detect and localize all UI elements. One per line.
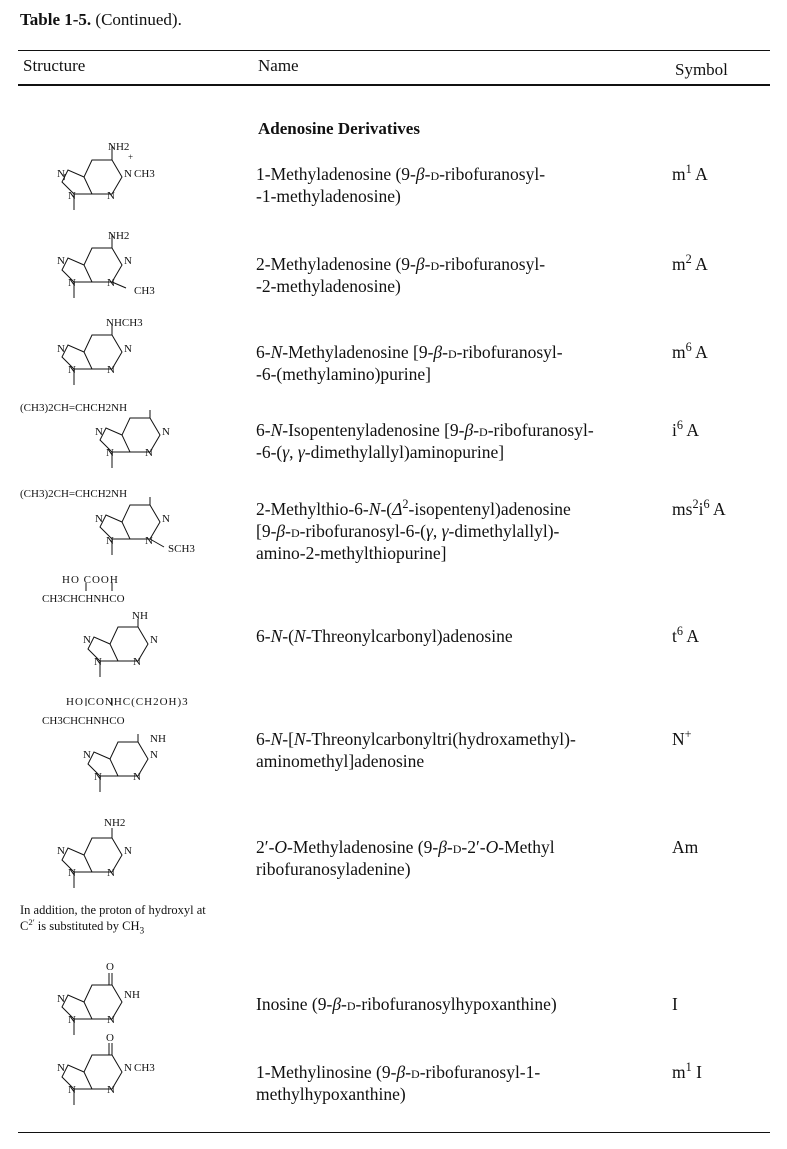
table-title: Table 1-5. (Continued). bbox=[20, 10, 182, 29]
row-symbol: i6 A bbox=[672, 418, 700, 440]
row-name: 6-N-Methyladenosine [9-β-d-ribofuranosyl… bbox=[256, 342, 563, 384]
structure-label: N bbox=[106, 447, 114, 459]
row-name: 1-Methylinosine (9-β-d-ribofuranosyl-1-m… bbox=[256, 1062, 541, 1104]
column-header-structure: Structure bbox=[23, 56, 86, 75]
structure-label: N bbox=[68, 364, 76, 376]
structure-label: + bbox=[128, 152, 134, 162]
structure-label: NH bbox=[150, 733, 166, 745]
structure-label: CH3CHCHNHCO bbox=[42, 593, 125, 605]
structure-label: N bbox=[133, 656, 141, 668]
structure-label: N bbox=[57, 1062, 65, 1074]
row-symbol: m6 A bbox=[672, 340, 708, 362]
row-name: 6-N-(N-Threonylcarbonyl)adenosine bbox=[256, 626, 513, 646]
structure-label: NH2 bbox=[108, 141, 130, 153]
structure-label: N bbox=[57, 993, 65, 1005]
structure-label: N bbox=[83, 749, 91, 761]
structure-label: NH bbox=[124, 989, 140, 1001]
structure-label: CH3 bbox=[134, 168, 155, 180]
row-name: 1-Methyladenosine (9-β-d-ribofuranosyl--… bbox=[256, 164, 546, 206]
structure-label: N bbox=[95, 426, 103, 438]
structure-label: N bbox=[107, 190, 115, 202]
structure-label: N bbox=[68, 1014, 76, 1026]
row-name: Inosine (9-β-d-ribofuranosylhypoxanthine… bbox=[256, 994, 557, 1014]
structure-label: NHCH3 bbox=[106, 317, 143, 329]
structure-label: N bbox=[124, 845, 132, 857]
structure-label: N bbox=[124, 1062, 132, 1074]
row-name: 6-N-Isopentenyladenosine [9-β-d-ribofura… bbox=[256, 420, 594, 462]
row-symbol: m1 I bbox=[672, 1060, 702, 1082]
bottom-rule bbox=[18, 1132, 770, 1133]
row-symbol: N+ bbox=[672, 727, 692, 749]
structure-label: N bbox=[145, 447, 153, 459]
structure-label: N bbox=[107, 867, 115, 879]
structure-label: NH2 bbox=[108, 230, 130, 242]
row-symbol: t6 A bbox=[672, 624, 700, 646]
structure-label: CH3CHCHNHCO bbox=[42, 715, 125, 727]
structure-label: (CH3)2CH=CHCH2NH bbox=[20, 402, 128, 414]
structure-label: N bbox=[94, 771, 102, 783]
row-symbol: m1 A bbox=[672, 162, 708, 184]
row-name: 2-Methyladenosine (9-β-d-ribofuranosyl--… bbox=[256, 254, 546, 296]
structure-label: N bbox=[83, 634, 91, 646]
row-symbol: m2 A bbox=[672, 252, 708, 274]
structure-label: SCH3 bbox=[168, 543, 195, 555]
structure-label: NH bbox=[132, 610, 148, 622]
row-symbol: I bbox=[672, 994, 678, 1014]
structure-label: N bbox=[68, 277, 76, 289]
structure-label: NH2 bbox=[104, 817, 126, 829]
column-header-name: Name bbox=[258, 56, 299, 75]
structure-label: N bbox=[150, 749, 158, 761]
structure-label: N bbox=[68, 1084, 76, 1096]
column-header-symbol: Symbol bbox=[675, 60, 728, 79]
structure-label: N bbox=[95, 513, 103, 525]
structure-label: N bbox=[107, 277, 115, 289]
structure-label: N bbox=[107, 364, 115, 376]
structure-label: N bbox=[57, 845, 65, 857]
structure-label: N bbox=[124, 343, 132, 355]
structure-label: N bbox=[133, 771, 141, 783]
structure-label: N bbox=[68, 867, 76, 879]
footnote-note: In addition, the proton of hydroxyl at C… bbox=[20, 903, 206, 936]
structure-label: N bbox=[57, 168, 65, 180]
structure-label: N bbox=[57, 255, 65, 267]
row-symbol: ms2i6 A bbox=[672, 497, 726, 519]
structure-label: HO COOH bbox=[62, 574, 119, 586]
header-rule bbox=[18, 84, 770, 86]
row-name: 6-N-[N-Threonylcarbonyltri(hydroxamethyl… bbox=[256, 729, 576, 771]
structure-label: N bbox=[150, 634, 158, 646]
structure-label: N bbox=[162, 426, 170, 438]
row-name: 2-Methylthio-6-N-(Δ2-isopentenyl)adenosi… bbox=[256, 497, 571, 563]
structure-label: N bbox=[68, 190, 76, 202]
section-title: Adenosine Derivatives bbox=[258, 119, 420, 138]
structure-label: O bbox=[106, 961, 114, 973]
structure-label: N bbox=[124, 168, 132, 180]
structure-label: N bbox=[107, 1084, 115, 1096]
top-rule bbox=[18, 50, 770, 51]
structure-label: N bbox=[106, 535, 114, 547]
structure-label: N bbox=[145, 535, 153, 547]
structure-label: N bbox=[124, 255, 132, 267]
structure-label: N bbox=[107, 1014, 115, 1026]
structure-label: N bbox=[162, 513, 170, 525]
structure-label: CH3 bbox=[134, 285, 155, 297]
structure-label: O bbox=[106, 1032, 114, 1044]
structure-label: CH3 bbox=[134, 1062, 155, 1074]
structure-label: N bbox=[94, 656, 102, 668]
row-symbol: Am bbox=[672, 837, 699, 857]
structure-label: (CH3)2CH=CHCH2NH bbox=[20, 488, 128, 500]
structure-label: N bbox=[57, 343, 65, 355]
structure-label: HO CONHC(CH2OH)3 bbox=[66, 696, 189, 708]
